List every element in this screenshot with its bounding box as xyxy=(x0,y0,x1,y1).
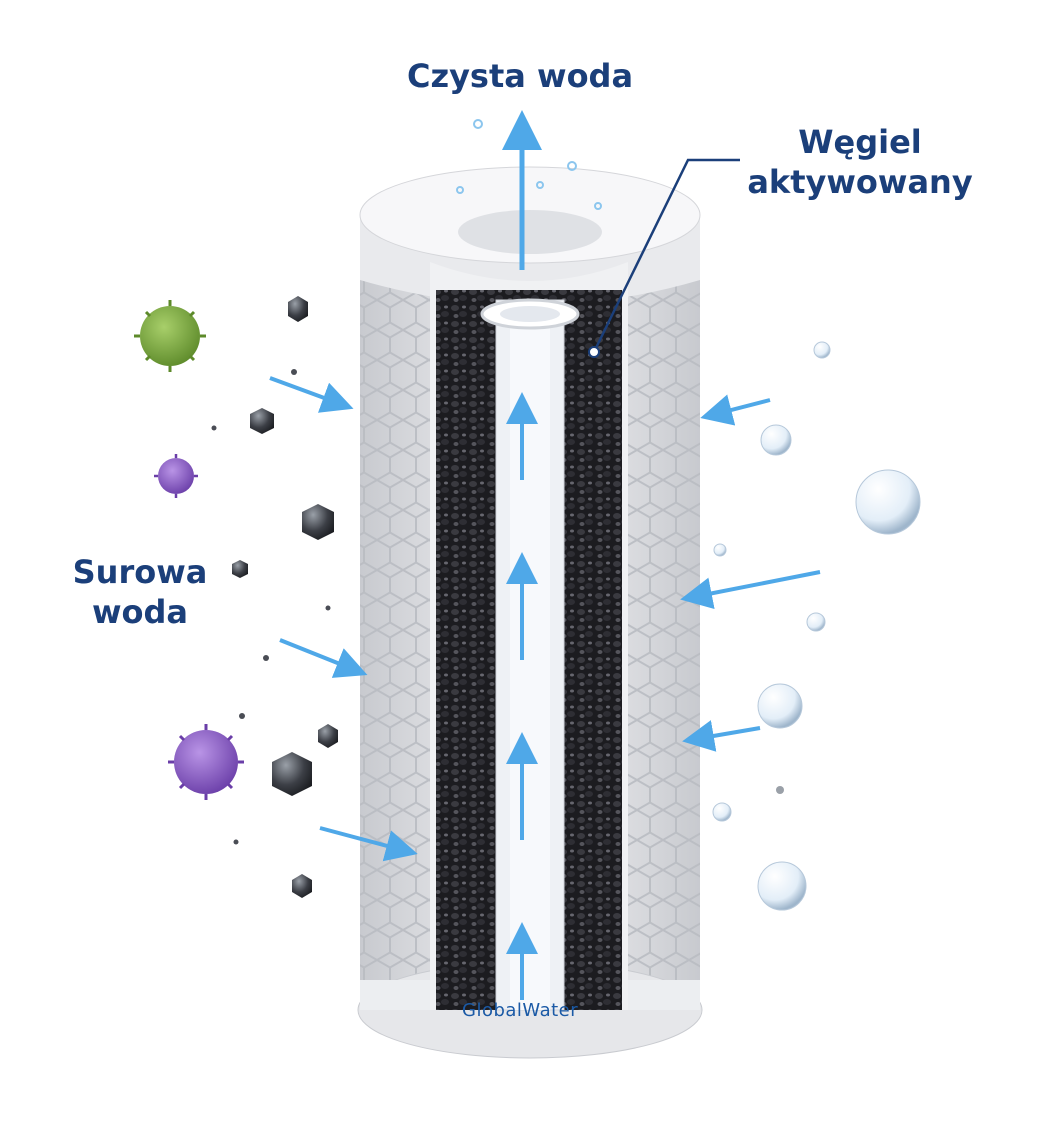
cutaway-section xyxy=(430,262,628,1011)
bacteria-icon xyxy=(154,454,198,498)
activated-carbon-line2: aktywowany xyxy=(747,163,973,201)
brand-logo: GlobalWater xyxy=(462,1000,579,1021)
water-bubble-icon xyxy=(757,861,807,911)
flow-arrow-icon xyxy=(682,720,761,752)
bacteria-icon xyxy=(134,300,206,372)
water-bubble-icon xyxy=(757,683,803,729)
raw-water-line1: Surowa xyxy=(72,553,208,591)
water-bubble-icon xyxy=(713,543,727,557)
raw-water-line2: woda xyxy=(91,593,189,631)
bacteria-icon xyxy=(168,724,244,800)
activated-carbon-line1: Węgiel xyxy=(798,123,922,161)
clean-water-arrow xyxy=(456,110,602,270)
flow-arrow-icon xyxy=(700,394,771,426)
heavy-metal-icon xyxy=(232,296,338,898)
water-bubble-icon xyxy=(712,802,732,822)
water-bubbles xyxy=(712,341,921,911)
raw-water-arrows-right xyxy=(680,394,821,752)
contaminants xyxy=(134,296,338,898)
water-bubble-icon xyxy=(813,341,831,359)
raw-water-label: Surowa woda xyxy=(40,552,240,632)
flow-arrow-icon xyxy=(279,638,368,678)
clean-water-label: Czysta woda xyxy=(390,56,650,96)
flow-arrow-icon xyxy=(269,376,354,413)
water-bubble-icon xyxy=(806,612,826,632)
water-bubble-icon xyxy=(760,424,792,456)
flow-arrow-icon xyxy=(680,570,821,610)
water-bubble-icon xyxy=(855,469,921,535)
heavy-metal-icon xyxy=(776,786,784,794)
pointer-line-icon xyxy=(588,158,740,358)
clean-water-text: Czysta woda xyxy=(406,57,634,95)
activated-carbon-label: Węgiel aktywowany xyxy=(720,122,1000,202)
flow-arrow-icon xyxy=(319,826,418,862)
raw-water-arrows-left xyxy=(269,376,418,862)
